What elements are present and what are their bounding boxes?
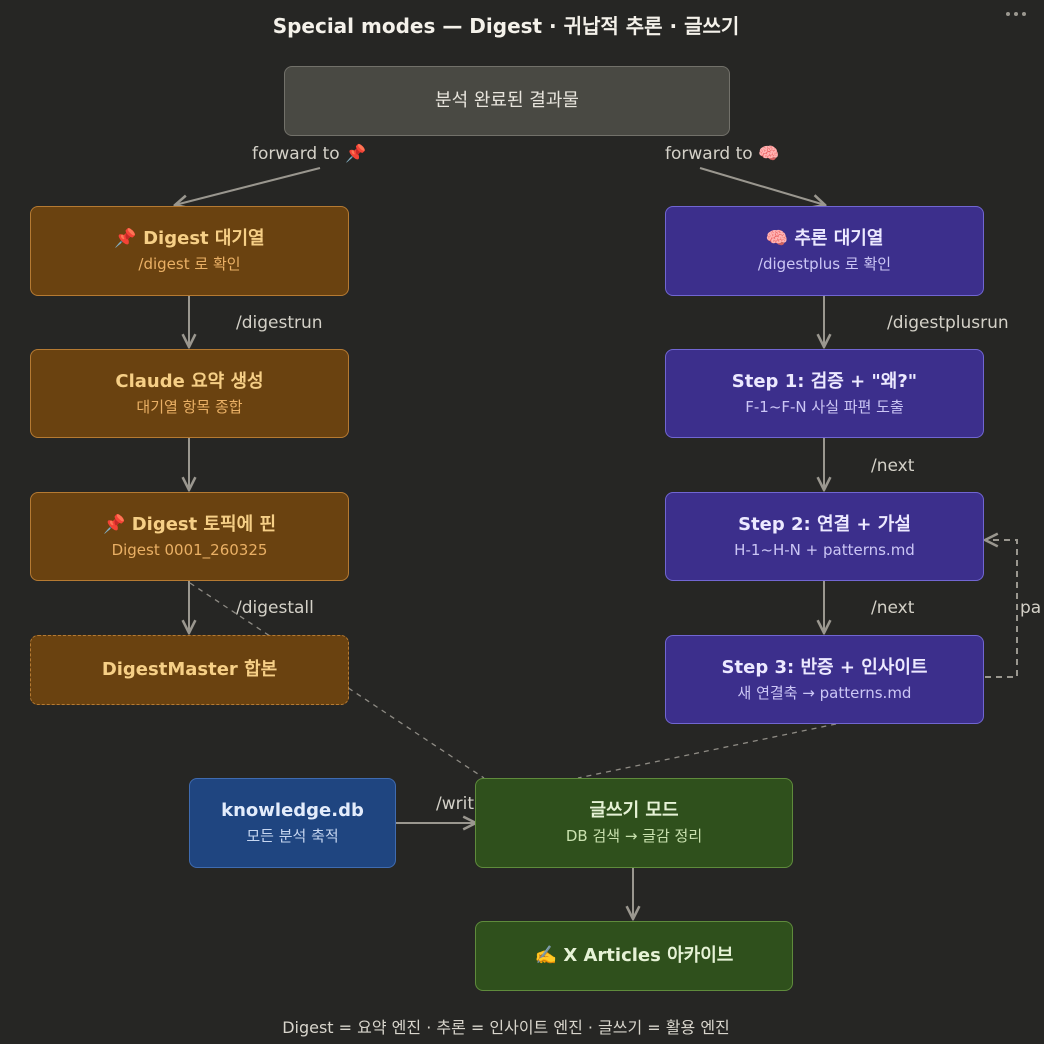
brain-icon: 🧠 — [758, 144, 780, 164]
node-subtitle: 대기열 항목 종합 — [136, 397, 243, 416]
node-title: Digest 토픽에 핀 — [131, 513, 276, 535]
node-subtitle: DB 검색 → 글감 정리 — [565, 827, 703, 845]
node-title: X Articles 아카이브 — [563, 945, 734, 966]
diagram-title: Special modes — Digest · 귀납적 추론 · 글쓰기 — [272, 14, 740, 38]
more-options-icon[interactable] — [1006, 12, 1026, 20]
writing-hand-icon: ✍️ — [534, 945, 558, 966]
node-claude-summary[interactable]: Claude 요약 생성 대기열 항목 종합 — [30, 349, 349, 438]
edge-label-forward-digest: forward to 📌 — [252, 144, 367, 164]
node-title: DigestMaster 합본 — [101, 659, 278, 680]
edge-label-forward-reason: forward to 🧠 — [665, 144, 780, 164]
node-writing-mode[interactable]: 글쓰기 모드 DB 검색 → 글감 정리 — [475, 778, 793, 868]
edge-label-write: /writ — [436, 794, 475, 814]
node-title: 분석 완료된 결과물 — [435, 90, 579, 111]
pin-icon: 📌 — [114, 228, 137, 249]
diagram-footer: Digest = 요약 엔진 · 추론 = 인사이트 엔진 · 글쓰기 = 활용… — [282, 1018, 730, 1037]
edge-root-to-digest — [175, 167, 321, 205]
node-subtitle: H-1~H-N + patterns.md — [734, 540, 915, 559]
edge-label-pa: pa — [1020, 598, 1042, 618]
node-x-articles[interactable]: ✍️ X Articles 아카이브 — [475, 921, 793, 991]
node-digest-pin[interactable]: 📌 Digest 토픽에 핀 Digest 0001_260325 — [30, 492, 349, 581]
node-title: 글쓰기 모드 — [589, 800, 679, 821]
node-subtitle: /digest 로 확인 — [138, 255, 241, 273]
node-title: Digest 대기열 — [143, 228, 265, 249]
node-subtitle: Digest 0001_260325 — [111, 540, 268, 559]
edge-label-next-1: /next — [871, 456, 915, 476]
edge-label-digestplusrun: /digestplusrun — [887, 313, 1009, 333]
node-subtitle: /digestplus 로 확인 — [757, 255, 892, 273]
node-digest-master[interactable]: DigestMaster 합본 — [30, 635, 349, 705]
pin-icon: 📌 — [345, 144, 367, 164]
edge-step3-loop-step2 — [985, 540, 1018, 678]
node-step-3[interactable]: Step 3: 반증 + 인사이트 새 연결축 → patterns.md — [665, 635, 984, 724]
node-knowledge-db[interactable]: knowledge.db 모든 분석 축적 — [189, 778, 396, 868]
pin-icon: 📌 — [103, 513, 126, 535]
node-digest-queue[interactable]: 📌 Digest 대기열 /digest 로 확인 — [30, 206, 349, 296]
node-title: Claude 요약 생성 — [115, 370, 264, 392]
node-subtitle: 새 연결축 → patterns.md — [737, 683, 912, 702]
node-step-1[interactable]: Step 1: 검증 + "왜?" F-1~F-N 사실 파편 도출 — [665, 349, 984, 438]
node-title: Step 3: 반증 + 인사이트 — [721, 656, 928, 678]
edge-label-next-2: /next — [871, 598, 915, 618]
edge-root-to-reasoning — [699, 167, 825, 205]
node-subtitle: F-1~F-N 사실 파편 도출 — [745, 397, 904, 416]
edge-pin-to-writing — [189, 582, 485, 779]
node-title: Step 1: 검증 + "왜?" — [731, 370, 918, 392]
node-step-2[interactable]: Step 2: 연결 + 가설 H-1~H-N + patterns.md — [665, 492, 984, 581]
edge-step3-to-writing — [577, 723, 837, 779]
node-title: 추론 대기열 — [794, 228, 884, 249]
edge-label-digestrun: /digestrun — [236, 313, 323, 333]
node-reasoning-queue[interactable]: 🧠 추론 대기열 /digestplus 로 확인 — [665, 206, 984, 296]
node-subtitle: 모든 분석 축적 — [246, 827, 339, 845]
node-analysis-result[interactable]: 분석 완료된 결과물 — [284, 66, 730, 136]
node-title: knowledge.db — [221, 800, 364, 821]
edge-label-digestall: /digestall — [236, 598, 314, 618]
node-title: Step 2: 연결 + 가설 — [738, 513, 911, 535]
brain-icon: 🧠 — [765, 228, 789, 249]
